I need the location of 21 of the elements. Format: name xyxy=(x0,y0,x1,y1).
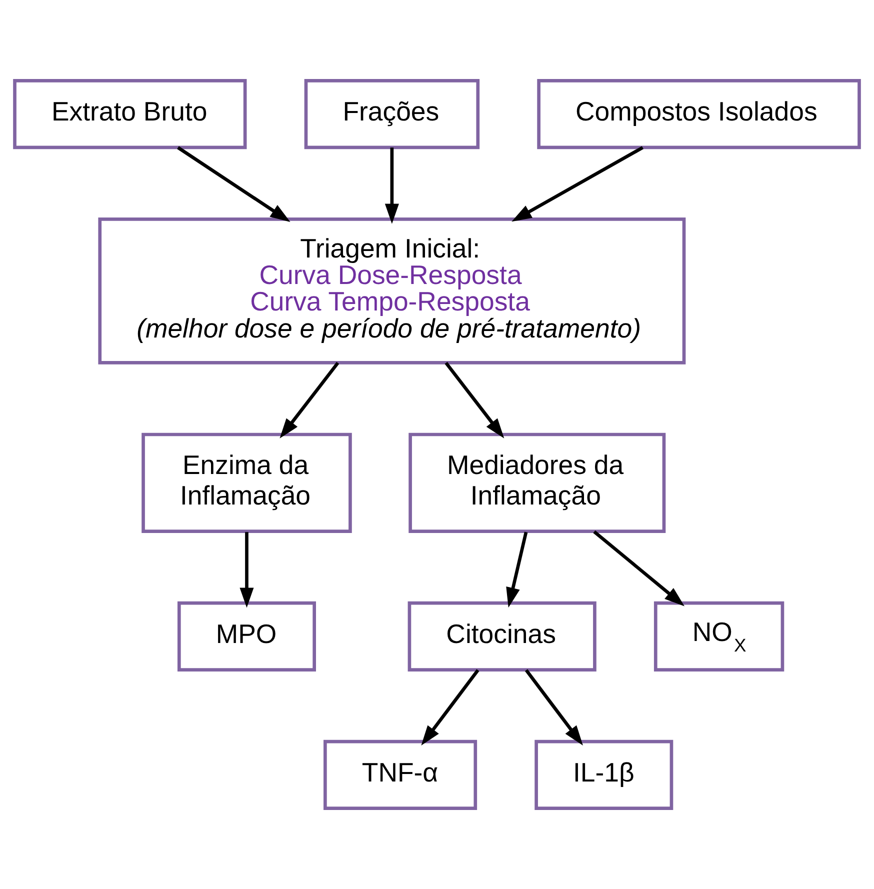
arrow xyxy=(506,532,528,608)
arrow xyxy=(384,148,399,224)
arrow xyxy=(444,362,504,438)
node-box: NO$_{X}$ xyxy=(654,601,784,672)
node-box: Triagem Inicial: Curva Dose-Resposta Curva Tempo-Resposta (melhor dose e período de pré-tratamento) xyxy=(98,218,686,364)
arrow xyxy=(524,669,583,746)
node-box: Mediadores da Inflamação xyxy=(408,432,666,533)
arrow xyxy=(512,146,644,222)
arrow xyxy=(593,530,684,606)
node-box: IL-1β xyxy=(534,740,674,810)
arrow xyxy=(177,146,290,222)
node-box: MPO xyxy=(177,601,316,672)
node-box: TNF-α xyxy=(324,740,478,810)
node-box: Compostos Isolados xyxy=(537,79,861,150)
arrow xyxy=(280,362,340,438)
node-box: Enzima da Inflamação xyxy=(142,432,352,533)
node-box: Citocinas xyxy=(408,601,596,672)
arrow xyxy=(240,532,254,608)
node-box: Extrato Bruto xyxy=(13,79,247,150)
node-box: Frações xyxy=(304,79,480,150)
arrow xyxy=(421,669,480,746)
